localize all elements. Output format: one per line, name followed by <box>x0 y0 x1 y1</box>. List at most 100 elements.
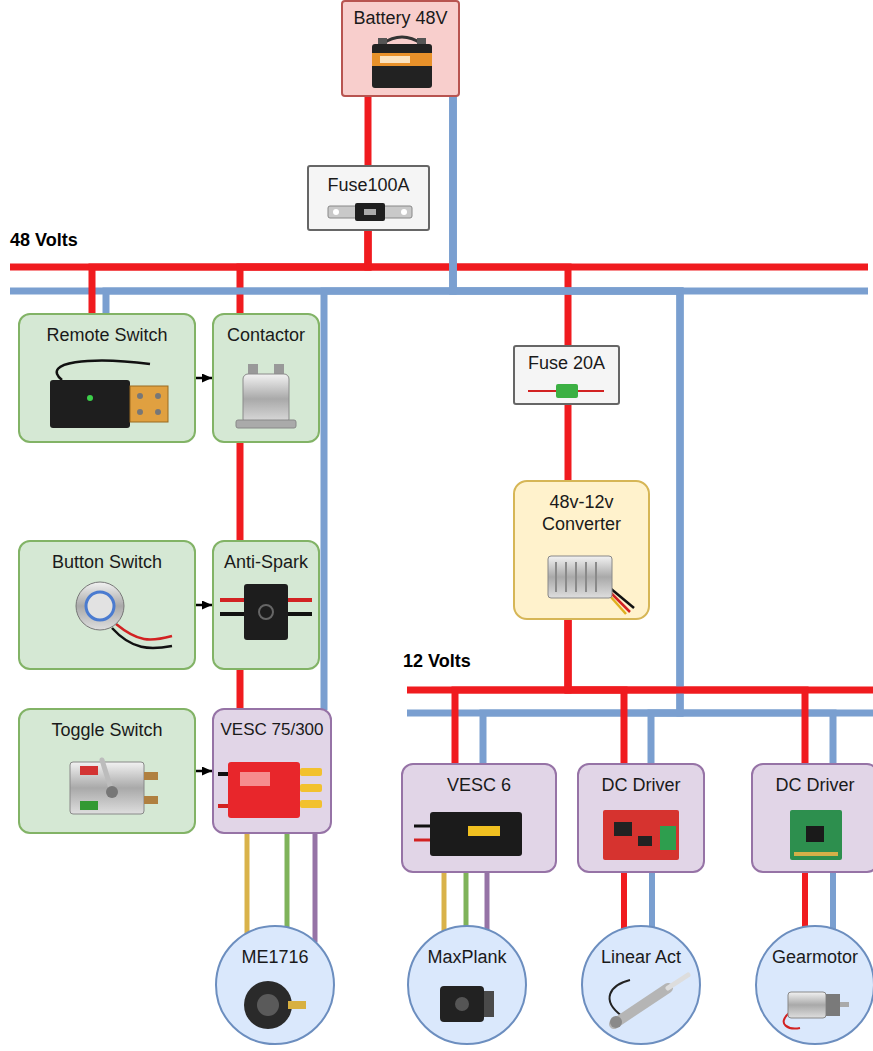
vesc-illustration <box>218 762 322 818</box>
anti-spark-illustration-part <box>244 584 288 640</box>
motor-driver-illustration-part <box>614 822 632 836</box>
vesc-illustration-part <box>228 762 300 818</box>
fuse-illustration-part <box>556 384 578 398</box>
node-label: 48v-12v Converter <box>521 492 642 535</box>
wire-line <box>568 618 805 765</box>
vesc-illustration <box>414 812 522 856</box>
node-label: Button Switch <box>52 552 162 574</box>
motor-circle: Gearmotor <box>755 925 873 1045</box>
contactor-illustration <box>236 364 296 428</box>
converter-illustration-part <box>585 562 587 592</box>
wire-line <box>285 832 290 928</box>
vesc-illustration-part <box>414 825 432 828</box>
control-arrow <box>196 378 212 379</box>
button-switch-illustration-part <box>76 582 124 630</box>
battery-illustration-part <box>378 38 387 45</box>
component-box: Fuse100A <box>307 165 430 231</box>
converter-illustration-part <box>575 562 577 592</box>
actuator-motor-illustration-part <box>484 991 494 1017</box>
fuse-illustration-part <box>355 203 385 221</box>
node-label: Linear Act <box>601 947 681 969</box>
motor-driver-illustration-part <box>806 826 824 842</box>
converter-illustration-part <box>565 562 567 592</box>
motor-illustration-part <box>288 1001 306 1009</box>
motor-driver-illustration <box>603 810 679 860</box>
vesc-illustration-part <box>300 768 322 776</box>
power-wire <box>106 95 453 315</box>
node-label: Fuse 20A <box>528 353 605 375</box>
arrow-line <box>196 770 212 773</box>
wire-line <box>245 832 250 934</box>
wire-line <box>237 668 244 710</box>
anti-spark-illustration <box>220 584 312 640</box>
power-wire <box>455 618 568 765</box>
remote-switch-illustration-part <box>137 409 143 415</box>
gearmotor-illustration-part <box>788 992 826 1018</box>
wire-line <box>649 871 655 928</box>
node-label: Remote Switch <box>46 325 167 347</box>
power-wire <box>240 668 241 710</box>
wire-line <box>313 832 318 942</box>
toggle-switch-illustration-part <box>144 796 158 804</box>
linear-actuator-illustration-part <box>668 975 688 988</box>
fuse-illustration <box>528 384 604 398</box>
power-wire <box>240 441 241 542</box>
bus-label: 12 Volts <box>403 651 471 673</box>
vesc-illustration-part <box>430 812 522 856</box>
remote-switch-illustration-part <box>50 380 130 428</box>
remote-switch-illustration-part <box>57 361 150 380</box>
remote-switch-illustration-part <box>87 395 93 401</box>
motor-driver-illustration-part <box>603 810 679 860</box>
power-wire <box>368 95 369 167</box>
node-label: DC Driver <box>602 775 681 797</box>
motor-driver-illustration-part <box>660 826 676 850</box>
converter-illustration-part <box>555 562 557 592</box>
node-label: DC Driver <box>776 775 855 797</box>
bus-bars <box>10 267 873 713</box>
motor-circle: MaxPlank <box>407 925 527 1045</box>
button-switch-illustration-part <box>112 628 172 648</box>
button-switch-illustration <box>76 582 172 648</box>
contactor-illustration-part <box>236 420 296 428</box>
battery-illustration-part <box>417 38 426 45</box>
vesc-illustration-part <box>300 784 322 792</box>
wire-line <box>237 441 244 542</box>
motor-illustration <box>244 981 306 1029</box>
wire-line <box>453 95 833 765</box>
bus-label: 48 Volts <box>10 230 78 252</box>
vesc-illustration-part <box>300 800 322 808</box>
remote-switch-illustration-part <box>155 409 161 415</box>
wire-line <box>365 95 372 167</box>
actuator-motor-illustration-part <box>440 986 484 1022</box>
power-wire <box>805 871 833 930</box>
motor-illustration-part <box>244 981 292 1029</box>
arrow-line <box>196 604 212 607</box>
wire-line <box>621 871 627 929</box>
remote-switch-illustration-part <box>137 393 143 399</box>
gearmotor-illustration-part <box>826 994 840 1016</box>
wire-line <box>106 95 453 315</box>
motor-driver-illustration-part <box>794 852 838 856</box>
button-switch-illustration-part <box>116 624 172 640</box>
power-wire <box>453 95 833 765</box>
remote-switch-illustration-part <box>155 393 161 399</box>
linear-actuator-illustration-part <box>610 1016 622 1028</box>
motor-driver-illustration-part <box>638 836 652 846</box>
battery-illustration-part <box>382 37 422 44</box>
power-wire <box>240 229 368 315</box>
wire-line <box>802 871 808 928</box>
node-label: Battery 48V <box>353 8 447 30</box>
vesc-illustration-part <box>468 826 500 836</box>
converter-illustration-part <box>548 556 612 598</box>
gearmotor-illustration <box>784 992 849 1028</box>
control-arrow <box>196 605 212 606</box>
battery-illustration <box>372 37 432 88</box>
remote-switch-illustration-part <box>130 386 168 422</box>
wire-line <box>442 871 447 932</box>
motor-driver-illustration <box>790 810 842 860</box>
vesc-illustration-part <box>414 839 432 842</box>
node-label: Gearmotor <box>772 947 858 969</box>
